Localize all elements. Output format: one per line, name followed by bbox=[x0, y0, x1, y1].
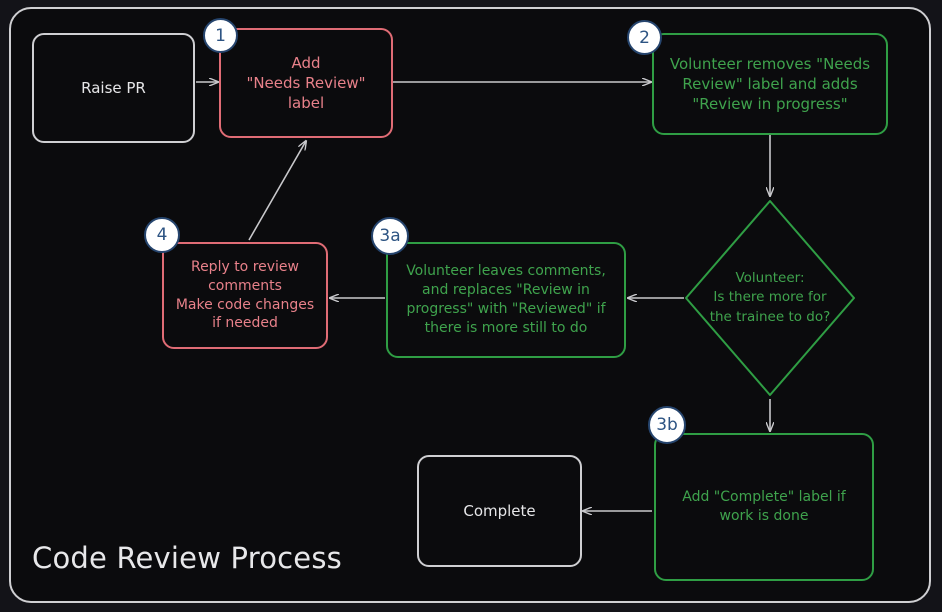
node-complete[interactable]: Complete bbox=[417, 455, 582, 567]
step-badge-3a-text: 3a bbox=[379, 226, 401, 246]
node-add-needs-review[interactable]: Add "Needs Review" label bbox=[219, 28, 393, 138]
node-add-needs-review-label: Add "Needs Review" label bbox=[246, 53, 366, 113]
step-badge-3a: 3a bbox=[371, 217, 409, 255]
node-add-complete-label[interactable]: Add "Complete" label if work is done bbox=[654, 433, 874, 581]
step-badge-4: 4 bbox=[144, 217, 180, 253]
node-decision-more-work[interactable]: Volunteer: Is there more for the trainee… bbox=[683, 198, 857, 398]
node-reply-to-review[interactable]: Reply to review comments Make code chang… bbox=[162, 242, 328, 349]
node-volunteer-removes[interactable]: Volunteer removes "Needs Review" label a… bbox=[652, 33, 888, 135]
step-badge-4-text: 4 bbox=[156, 225, 168, 245]
step-badge-2: 2 bbox=[627, 20, 662, 55]
node-raise-pr-label: Raise PR bbox=[81, 78, 146, 97]
step-badge-1-text: 1 bbox=[215, 25, 226, 46]
diamond-shape bbox=[685, 200, 855, 396]
node-complete-label: Complete bbox=[463, 501, 536, 520]
step-badge-3b-text: 3b bbox=[656, 415, 678, 435]
node-reply-to-review-label: Reply to review comments Make code chang… bbox=[175, 258, 315, 332]
node-add-complete-label-label: Add "Complete" label if work is done bbox=[682, 489, 846, 524]
step-badge-2-text: 2 bbox=[639, 27, 650, 48]
node-volunteer-leaves-comments-label: Volunteer leaves comments, and replaces … bbox=[406, 263, 606, 336]
step-badge-1: 1 bbox=[203, 18, 238, 53]
diagram-title: Code Review Process bbox=[32, 541, 342, 575]
edge-reply-to-add-needs-review bbox=[248, 141, 306, 241]
node-volunteer-removes-label: Volunteer removes "Needs Review" label a… bbox=[669, 54, 871, 114]
node-decision-more-work-label: Volunteer: Is there more for the trainee… bbox=[709, 269, 831, 325]
step-badge-3b: 3b bbox=[648, 406, 686, 444]
node-raise-pr[interactable]: Raise PR bbox=[32, 33, 195, 143]
node-volunteer-leaves-comments[interactable]: Volunteer leaves comments, and replaces … bbox=[386, 242, 626, 358]
